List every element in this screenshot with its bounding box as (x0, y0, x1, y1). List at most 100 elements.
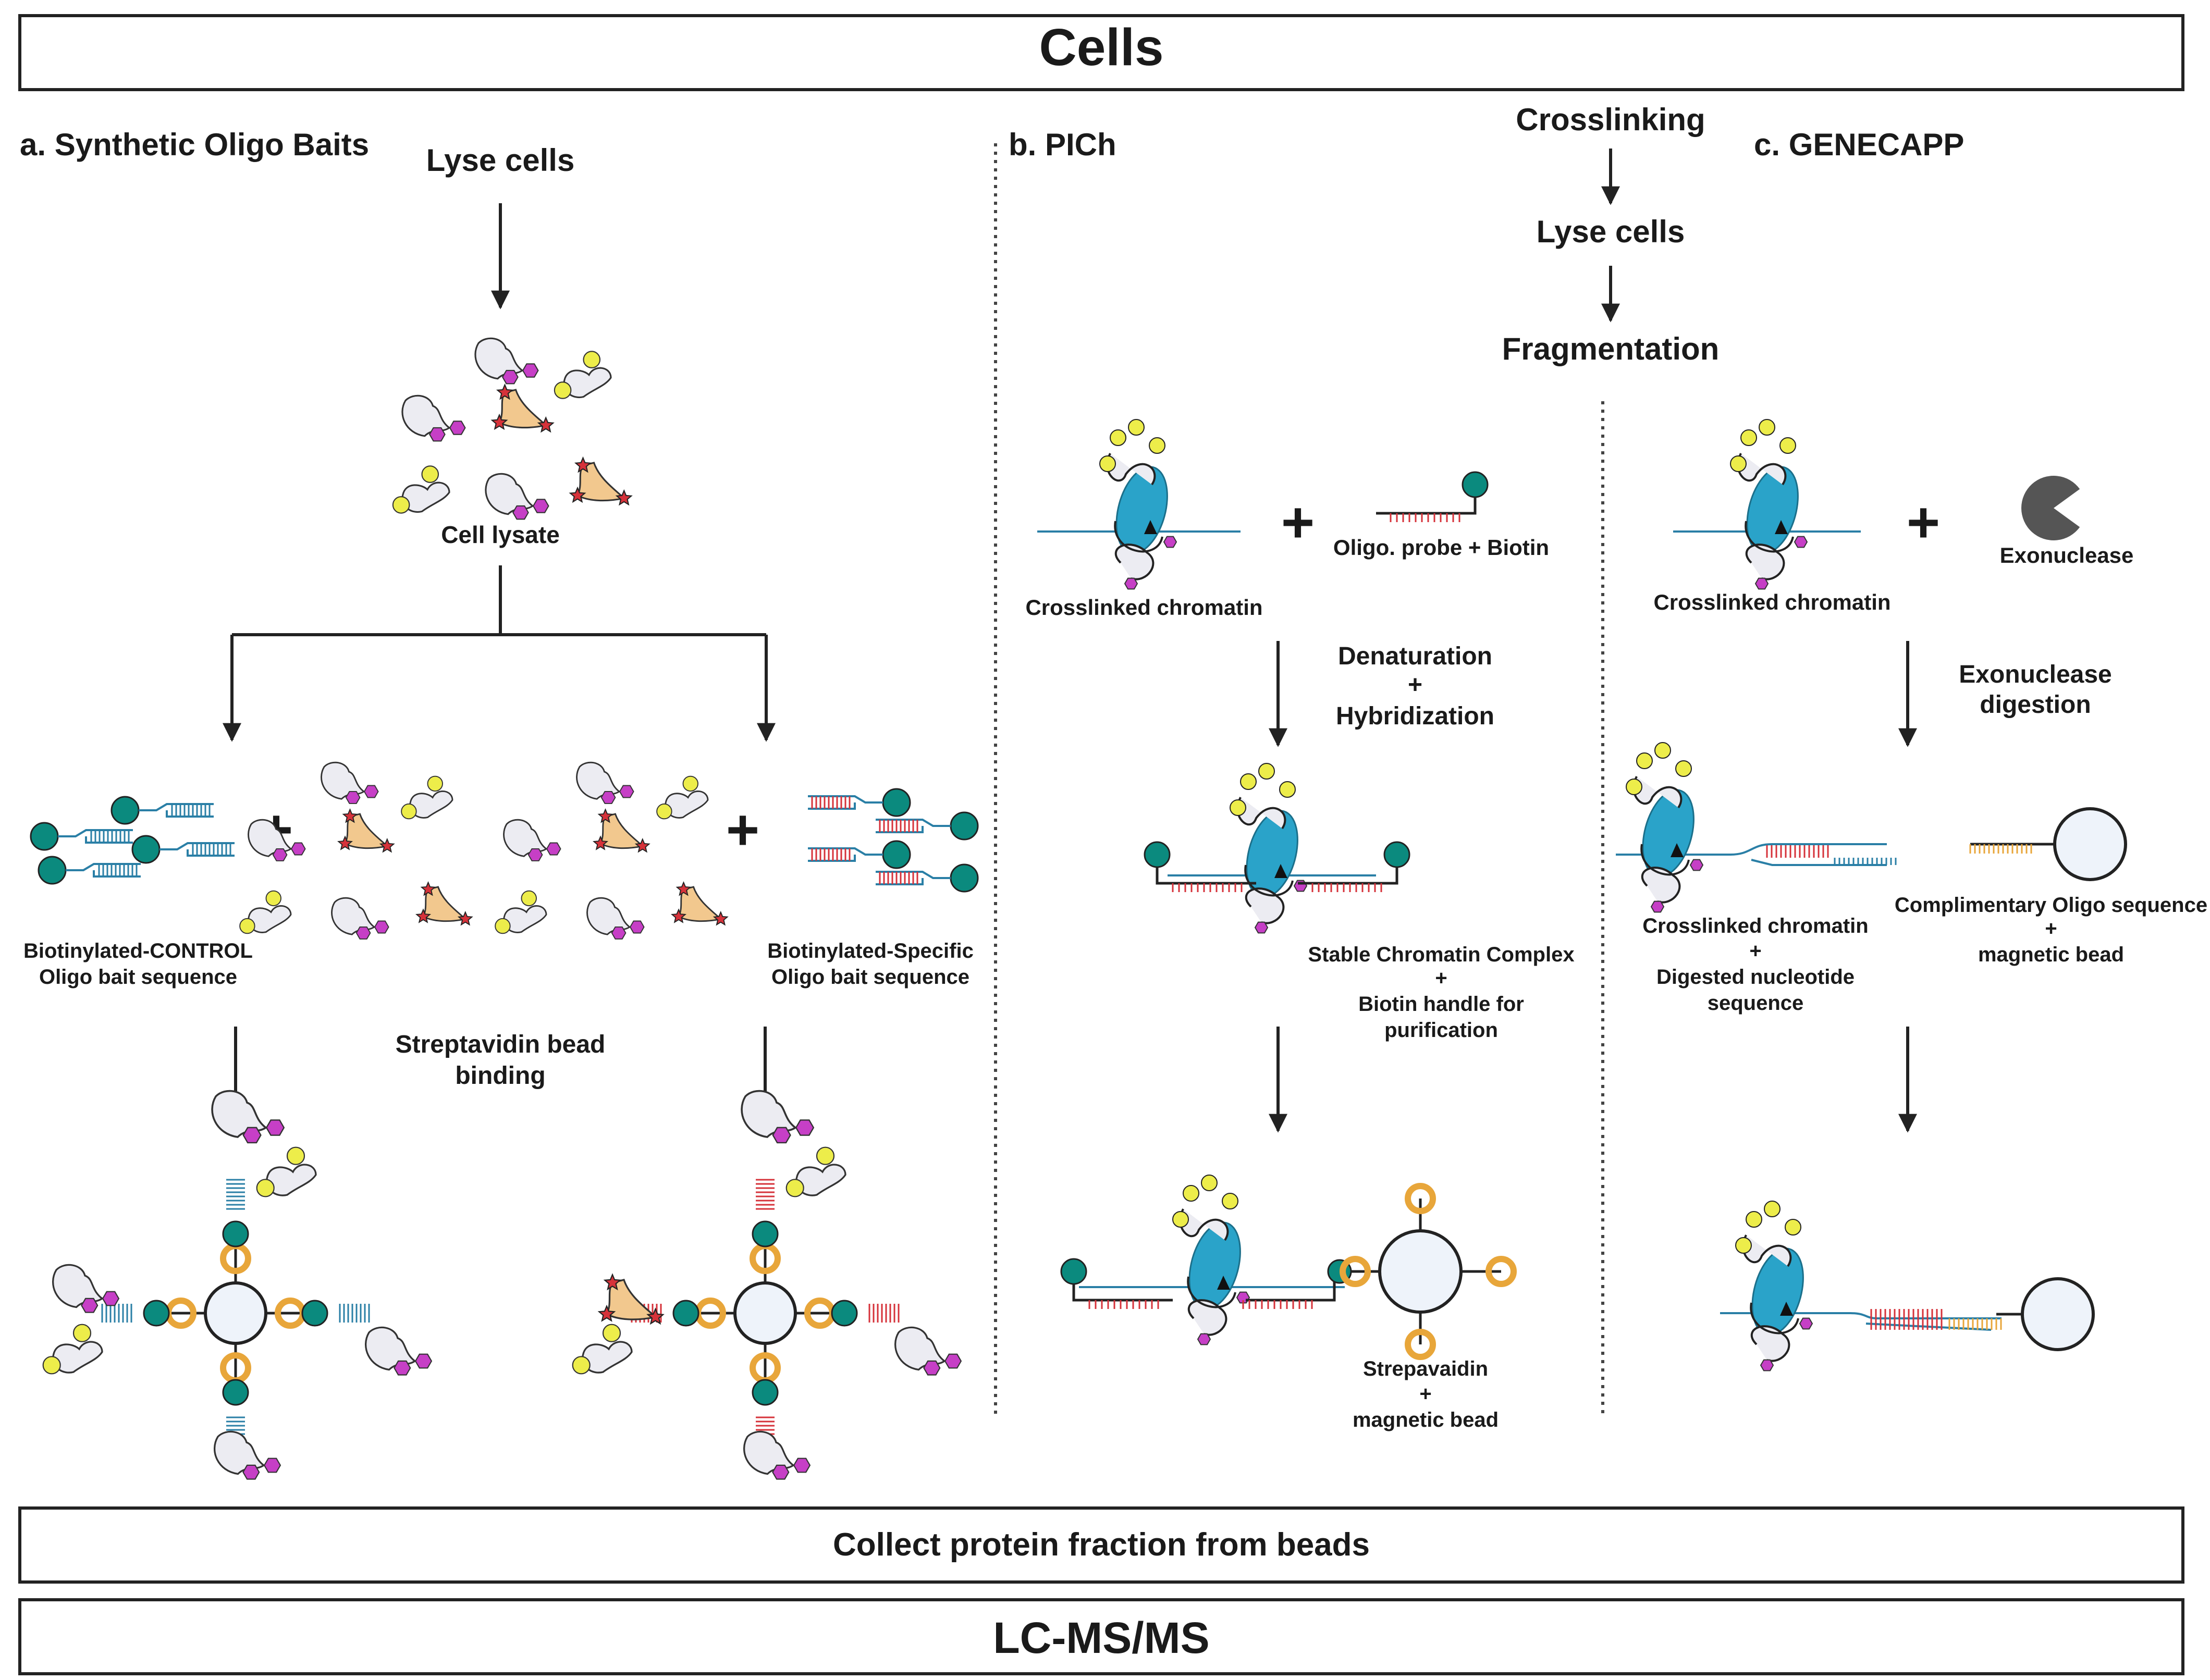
oligo-bait (876, 863, 979, 893)
protein-loop (1244, 864, 1294, 897)
yellow-tag (401, 803, 417, 820)
cells-title: Cells (1039, 18, 1163, 77)
panel-a-title: a. Synthetic Oligo Baits (20, 127, 369, 162)
specific-bait-line1: Biotinylated-Specific (767, 940, 974, 962)
yellow-tag (1764, 1201, 1781, 1217)
pich-chromatin-label: Crosslinked chromatin (1025, 595, 1262, 620)
triangle-tag (1144, 520, 1157, 534)
pich-complex-4: purification (1384, 1019, 1498, 1042)
star-tag (342, 808, 358, 823)
oligo-strand (159, 842, 235, 857)
biotin-ball (1383, 841, 1410, 868)
genecapp-chromatin (1673, 419, 1861, 590)
biotin-ball (1144, 841, 1171, 868)
star-tag (337, 835, 353, 850)
yellow-tag (816, 1146, 835, 1165)
protein-hex (503, 819, 561, 861)
magnetic-bead (2021, 1277, 2095, 1351)
chromatin (1616, 742, 1730, 913)
protein-loop (1745, 521, 1794, 553)
yellow-tag (682, 775, 698, 792)
streptavidin-ring (1405, 1183, 1436, 1214)
biotin-probe (1376, 471, 1489, 522)
cell-lysate-label: Cell lysate (441, 521, 560, 548)
target-body (599, 813, 644, 849)
chromatin (1673, 419, 1861, 590)
collect-banner: Collect protein fraction from beads (18, 1506, 2184, 1584)
step-lyse: Lyse cells (1537, 214, 1685, 249)
yellow-tag (602, 1324, 621, 1342)
star-tag (615, 489, 633, 506)
genecapp-digested-1: Crosslinked chromatin (1642, 915, 1868, 937)
hexagon-tag (512, 505, 529, 520)
yellow-tag (1785, 1219, 1801, 1236)
step-fragmentation: Fragmentation (1502, 331, 1720, 366)
biotin-ball (143, 1300, 170, 1327)
hexagon-tag (793, 1457, 811, 1473)
streptavidin-ring (1405, 1329, 1436, 1360)
yellow-tag (1201, 1175, 1218, 1191)
yellow-tag (1172, 1211, 1189, 1228)
lysate-left (239, 761, 473, 940)
oligo-bait (110, 796, 214, 825)
protein-body (563, 367, 612, 399)
hexagon-tag (772, 1127, 791, 1144)
hexagon-tag (772, 1464, 790, 1480)
yellow-tag (427, 775, 443, 792)
biotin-ball (752, 1379, 779, 1406)
biotin-ball (882, 788, 911, 817)
genecapp-oligo-3: magnetic bead (1978, 943, 2124, 966)
hexagon-tag (81, 1298, 99, 1313)
protein-hex (321, 761, 379, 804)
oligo-bait (808, 788, 911, 817)
step-crosslinking: Crosslinking (1516, 102, 1705, 137)
yellow-tag (72, 1324, 92, 1342)
protein-hex (743, 1430, 811, 1480)
hexagon-tag (532, 499, 549, 513)
yellow-tag (554, 381, 572, 399)
star-tag (676, 881, 692, 896)
pich-chromatin (1037, 419, 1241, 590)
hexagon-tag (242, 1464, 260, 1480)
chromatin (1168, 763, 1376, 934)
hexagon-tag (355, 926, 371, 940)
protein-dots (785, 1146, 846, 1197)
specific-bait-line2: Oligo bait sequence (771, 966, 969, 989)
protein-hex (741, 1090, 815, 1144)
star-tag (490, 413, 508, 430)
pich-step-plus: + (1408, 671, 1422, 699)
hexagon-tag (102, 1291, 120, 1306)
genecapp-digested-4: sequence (1708, 992, 1804, 1015)
split-line (232, 565, 766, 636)
oligo-strand (58, 829, 133, 844)
star-tag (379, 837, 395, 853)
yellow-tag (256, 1179, 275, 1197)
protein-dots (239, 890, 292, 934)
protein-hex (213, 1430, 281, 1480)
triangle-tag (1671, 843, 1684, 857)
protein-body (266, 1164, 317, 1196)
protein-loop (1114, 521, 1163, 553)
star-tag (593, 835, 608, 850)
target-protein (490, 383, 555, 433)
panel-a: a. Synthetic Oligo Baits Lyse cells Cell… (20, 127, 979, 1480)
magnetic-bead (2053, 807, 2127, 881)
biotin-probe (1144, 841, 1256, 892)
yellow-tag (1240, 773, 1257, 790)
hexagon-tag (345, 790, 361, 804)
hexagon-tag (501, 369, 519, 385)
panel-b: b. PICh Crosslinked chromatin + Oligo. p… (1009, 127, 1575, 1431)
biotin-ball (38, 856, 67, 885)
hexagon-tag (600, 790, 616, 804)
yellow-tag (1675, 760, 1692, 777)
genecapp-oligo-1: Complimentary Oligo sequence (1895, 894, 2207, 917)
pich-bead-2: + (1419, 1382, 1431, 1405)
yellow-tag (286, 1146, 305, 1165)
biotin-ball (301, 1300, 328, 1327)
protein-hex (331, 897, 389, 940)
star-tag (457, 910, 473, 926)
yellow-tag (1740, 429, 1757, 446)
exonuclease-label: Exonuclease (2000, 543, 2134, 567)
yellow-tag (1183, 1185, 1199, 1202)
chromatin (1037, 419, 1241, 590)
